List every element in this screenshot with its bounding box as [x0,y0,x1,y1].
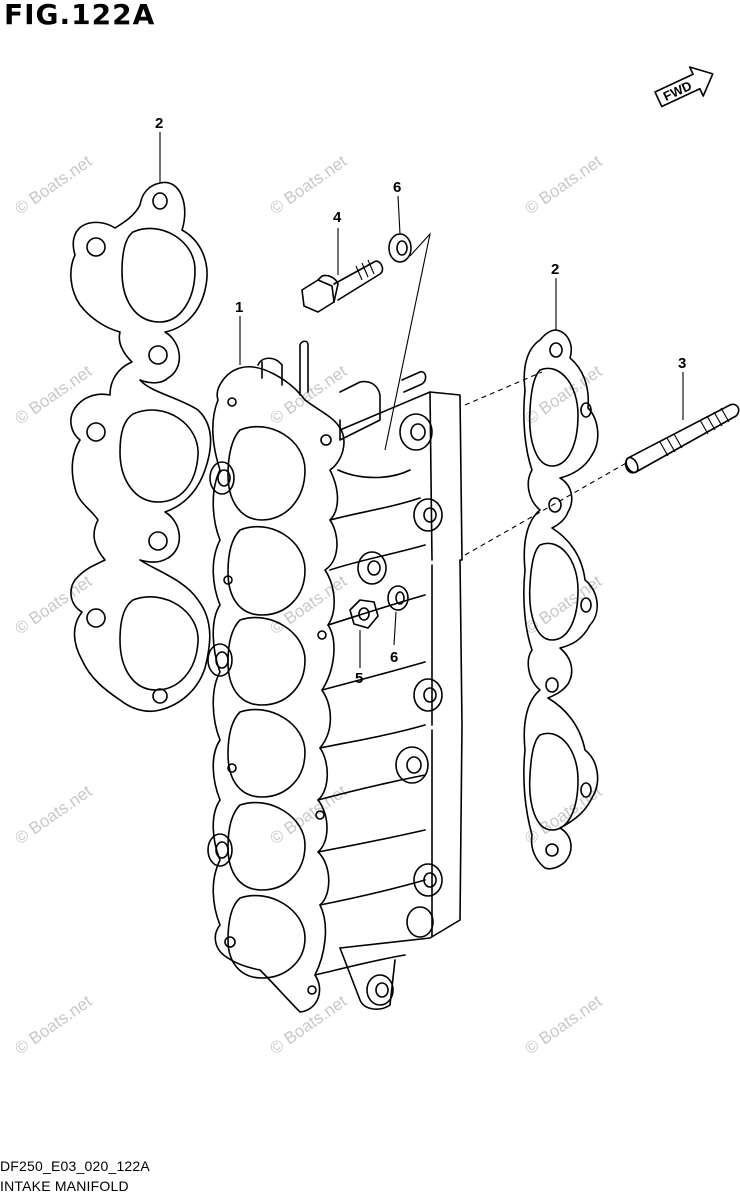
figure-name: INTAKE MANIFOLD [0,1178,129,1194]
intake-manifold [207,340,463,1013]
nut [349,599,379,668]
callout-4: 4 [333,209,342,226]
fwd-arrow-icon: FWD [654,66,714,108]
flange-bolt [301,259,384,313]
watermark-text: © Boats.net [11,361,95,428]
callout-2-left: 2 [155,115,163,132]
callout-3: 3 [678,355,686,372]
watermark-text: © Boats.net [521,571,605,638]
watermark-text: © Boats.net [11,151,95,218]
watermark-text: © Boats.net [521,991,605,1058]
callout-5: 5 [355,670,363,687]
callout-6-mid: 6 [390,649,398,666]
watermark-text: © Boats.net [11,571,95,638]
washer-mid [387,585,409,646]
callout-1: 1 [235,299,243,316]
stud-bolt [624,403,740,474]
callout-6-top: 6 [393,179,401,196]
gasket-left [70,181,212,713]
watermark-text: © Boats.net [11,781,95,848]
watermark-text: © Boats.net [11,991,95,1058]
watermark-text: © Boats.net [266,991,350,1058]
watermarks: © Boats.net © Boats.net © Boats.net © Boats… [11,151,605,1058]
gasket-right [523,329,599,870]
leader-lines [159,132,684,556]
figure-title: FIG.122A [4,0,156,31]
callout-2-right: 2 [551,261,559,278]
figure-code: DF250_E03_020_122A [0,1158,150,1174]
watermark-text: © Boats.net [521,361,605,428]
watermark-text: © Boats.net [266,781,350,848]
watermark-text: © Boats.net [521,151,605,218]
watermark-text: © Boats.net [266,571,350,638]
